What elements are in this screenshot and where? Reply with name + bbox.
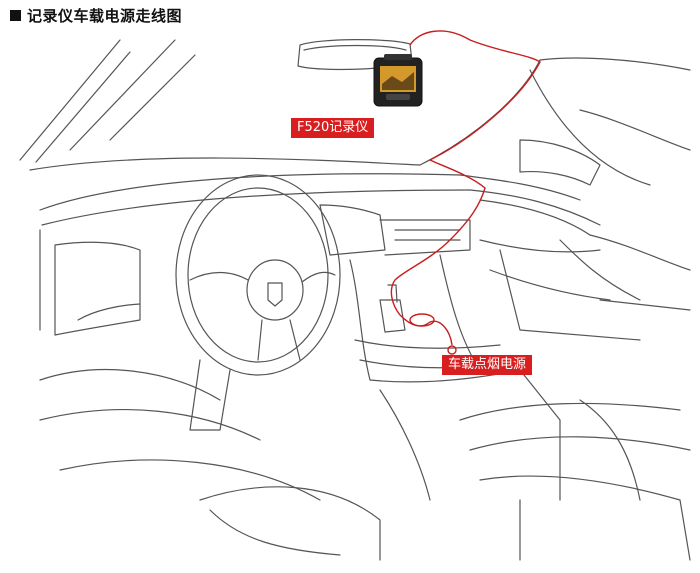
passenger-dash xyxy=(479,139,691,341)
power-plug-marker-icon xyxy=(447,345,457,355)
diagram-title: 记录仪车载电源走线图 xyxy=(10,4,182,26)
seats-and-floor xyxy=(39,368,691,561)
title-text: 记录仪车载电源走线图 xyxy=(27,6,183,25)
title-square-icon xyxy=(10,9,21,21)
dash-cam-device xyxy=(373,54,423,107)
recorder-label: F520记录仪 xyxy=(291,118,375,138)
power-socket-label: 车载点烟电源 xyxy=(442,355,533,375)
windshield-frame xyxy=(19,39,691,186)
cigarette-socket-highlight xyxy=(409,313,435,327)
steering-wheel xyxy=(175,174,341,431)
center-console xyxy=(349,254,561,501)
power-cable xyxy=(390,30,541,346)
dashboard xyxy=(39,173,691,336)
